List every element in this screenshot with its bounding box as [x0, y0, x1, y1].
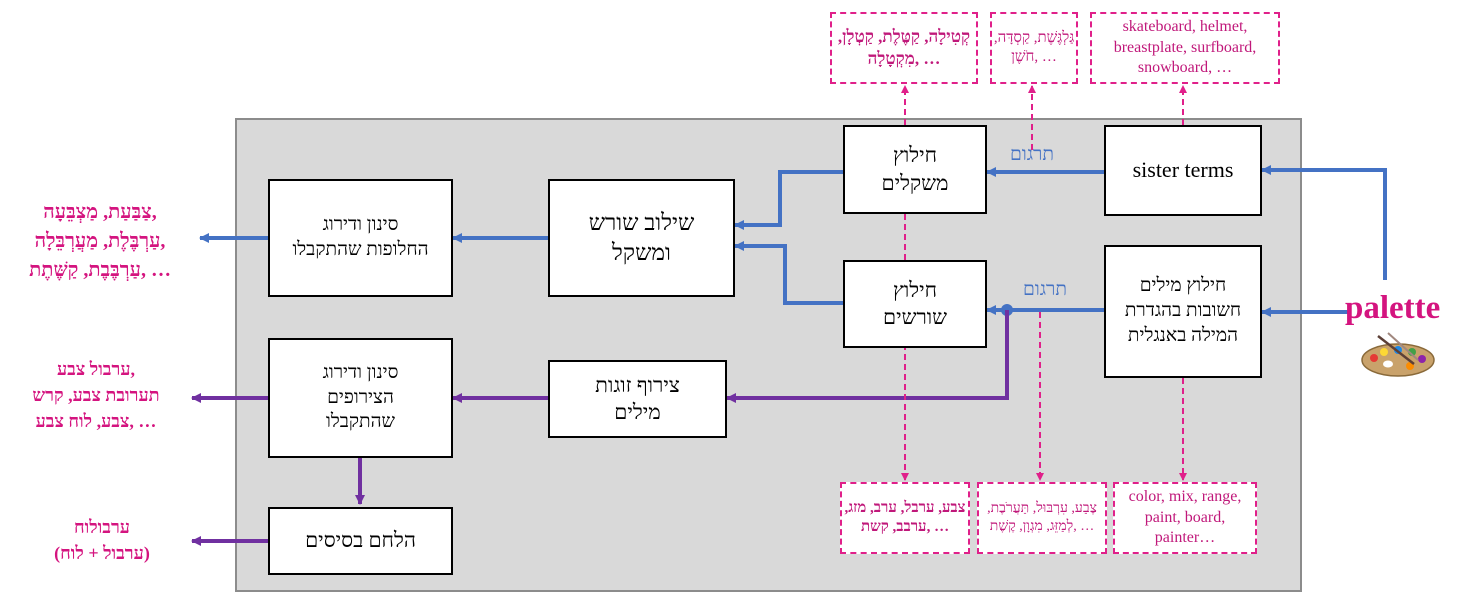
word-pairs-box: צירוף זוגות מילים [548, 360, 727, 438]
extract-key-words-box: חילוץ מילים חשובות בהגדרת המילה באנגלית [1104, 245, 1262, 378]
arrow-roots-to-combine [734, 241, 843, 305]
extract-roots-box: חילוץ שורשים [843, 260, 987, 348]
input-word: palette [1345, 290, 1441, 326]
arrow-input-to-sister [1261, 165, 1387, 280]
root-examples-box: צבע, ערבל, ערב, מזג, ערבב, קשת, … [840, 482, 970, 554]
combine-root-pattern-box: שילוב שורש ומשקל [548, 179, 735, 297]
pattern-examples-box: קְטִילָה, קַטֶּלֶת, קַטְלָן, מִקְטָלָה, … [830, 12, 978, 84]
compounds-output: ערבול צבע, תערובת צבע, קרש צבע, לוח צבע,… [32, 359, 160, 432]
extract-patterns-box: חילוץ משקלים [843, 125, 987, 214]
english-words-box: color, mix, range, paint, board, painter… [1113, 482, 1257, 554]
blend-bases-box: הלחם בסיסים [268, 507, 453, 575]
translate-label-bottom: תרגום [1023, 279, 1067, 300]
sister-terms-box: sister terms [1104, 125, 1262, 216]
arrow-patterns-to-combine [734, 170, 843, 230]
filter-alternatives-box: סינון ודירוג החלופות שהתקבלו [268, 179, 453, 297]
hebrew-words-box: צֶבַע, עִרְבּוּל, תַּעֲרֹבֶת, לְמַזֵּג, … [977, 482, 1107, 554]
sister-terms-english-box: skateboard, helmet, breastplate, surfboa… [1090, 12, 1280, 84]
blend-output: ערבולוח (ערבול + לוח) [54, 517, 150, 564]
filter-compounds-box: סינון ודירוג הצירופים שהתקבלו [268, 338, 453, 458]
palette-icon [1358, 330, 1438, 380]
sister-terms-hebrew-box: גַּלְגֶּשֶׁת, קַסְדָּה, חֹשֶׁן, … [990, 12, 1078, 84]
alternatives-output: צַבַּעַת, מַצְבֵּעָה, עַרְבֶּלֶת, מַעֲרְ… [29, 201, 171, 281]
translate-label-top: תרגום [1010, 144, 1054, 165]
arrow-translate-to-pairs [726, 310, 1009, 403]
